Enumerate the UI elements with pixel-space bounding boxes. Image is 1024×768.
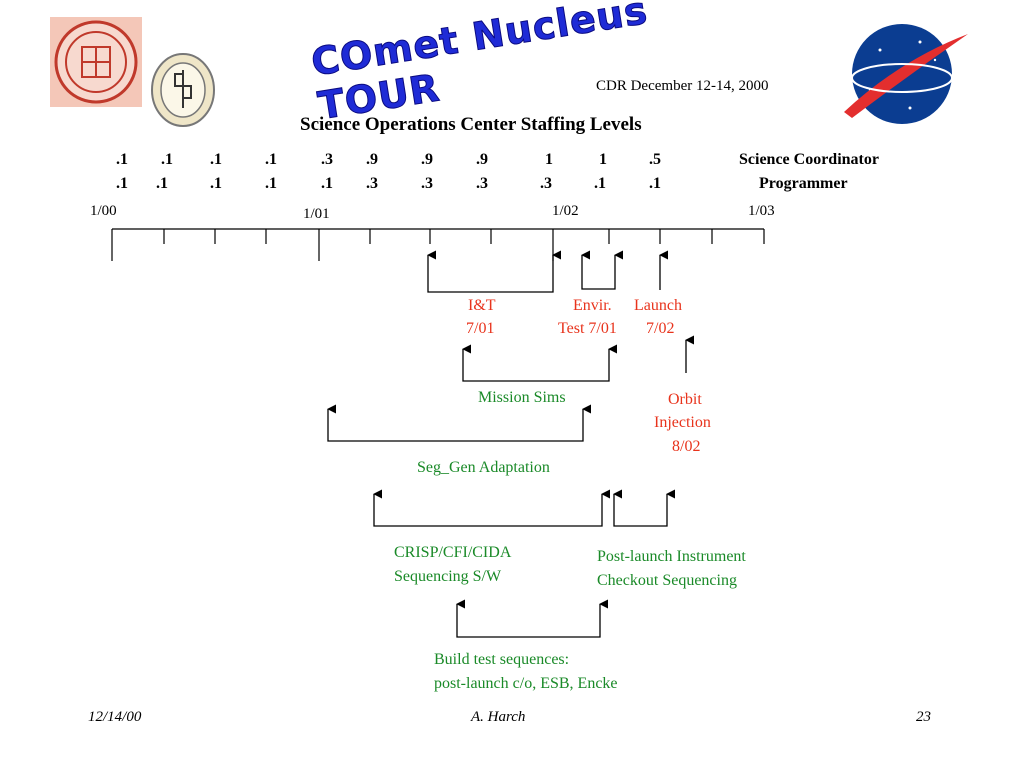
milestone-it-date: 7/01 xyxy=(466,320,495,337)
milestone-envir-date: Test 7/01 xyxy=(558,320,617,337)
activity-build-line1: Build test sequences: xyxy=(434,651,570,668)
slide-subtitle: Science Operations Center Staffing Level… xyxy=(300,114,642,135)
sci-level: .1 xyxy=(116,151,128,168)
milestone-orbit-label-2: Injection xyxy=(654,414,711,431)
milestone-launch-date: 7/02 xyxy=(646,320,675,337)
activity-build-line2: post-launch c/o, ESB, Encke xyxy=(434,675,618,692)
seg-gen-bracket xyxy=(327,404,592,442)
timeline-date: 1/02 xyxy=(552,203,579,219)
prog-level: .1 xyxy=(649,175,661,192)
milestone-launch-label: Launch xyxy=(634,297,682,314)
prog-level: .3 xyxy=(421,175,433,192)
sci-level: .9 xyxy=(421,151,433,168)
milestone-orbit-date: 8/02 xyxy=(672,438,701,455)
sci-level: .1 xyxy=(265,151,277,168)
activity-crisp-line2: Sequencing S/W xyxy=(394,568,502,585)
milestone-it-label: I&T xyxy=(468,297,496,314)
sci-level: .1 xyxy=(161,151,173,168)
sci-level: .5 xyxy=(649,151,661,168)
sci-level: 1 xyxy=(599,151,607,168)
role-science-coordinator: Science Coordinator xyxy=(739,151,879,168)
activity-seg-gen: Seg_Gen Adaptation xyxy=(417,459,550,476)
sci-level: .9 xyxy=(366,151,378,168)
prog-level: .1 xyxy=(116,175,128,192)
cornell-seal-logo xyxy=(50,17,142,107)
cdr-date: CDR December 12-14, 2000 xyxy=(596,78,769,94)
sci-level: .3 xyxy=(321,151,333,168)
prog-level: .1 xyxy=(594,175,606,192)
sci-level: .1 xyxy=(210,151,222,168)
timeline-date: 1/01 xyxy=(303,206,330,222)
activity-mission-sims: Mission Sims xyxy=(478,389,566,406)
prog-level: .1 xyxy=(321,175,333,192)
timeline-axis xyxy=(111,228,765,261)
timeline-date: 1/03 xyxy=(748,203,775,219)
milestone-envir-label: Envir. xyxy=(573,297,612,314)
prog-level: .1 xyxy=(210,175,222,192)
prog-level: .3 xyxy=(366,175,378,192)
footer-author: A. Harch xyxy=(471,709,526,725)
envir-bracket xyxy=(581,250,624,290)
mission-sims-bracket xyxy=(462,344,618,382)
sci-level: 1 xyxy=(545,151,553,168)
crisp-bracket xyxy=(373,489,611,527)
johns-hopkins-seal-logo xyxy=(151,53,215,127)
prog-level: .1 xyxy=(156,175,168,192)
timeline-date: 1/00 xyxy=(90,203,117,219)
postlaunch-bracket xyxy=(613,489,676,527)
build-bracket xyxy=(456,599,609,638)
prog-level: .3 xyxy=(540,175,552,192)
sci-level: .9 xyxy=(476,151,488,168)
activity-crisp-line1: CRISP/CFI/CIDA xyxy=(394,544,512,561)
it-bracket xyxy=(427,250,562,293)
footer-page-number: 23 xyxy=(916,709,931,725)
prog-level: .1 xyxy=(265,175,277,192)
milestone-orbit-label: Orbit xyxy=(668,391,702,408)
role-programmer: Programmer xyxy=(759,175,848,192)
prog-level: .3 xyxy=(476,175,488,192)
activity-postlaunch-line1: Post-launch Instrument xyxy=(597,548,746,565)
activity-postlaunch-line2: Checkout Sequencing xyxy=(597,572,737,589)
nasa-logo xyxy=(844,24,968,124)
footer-date: 12/14/00 xyxy=(88,709,142,725)
